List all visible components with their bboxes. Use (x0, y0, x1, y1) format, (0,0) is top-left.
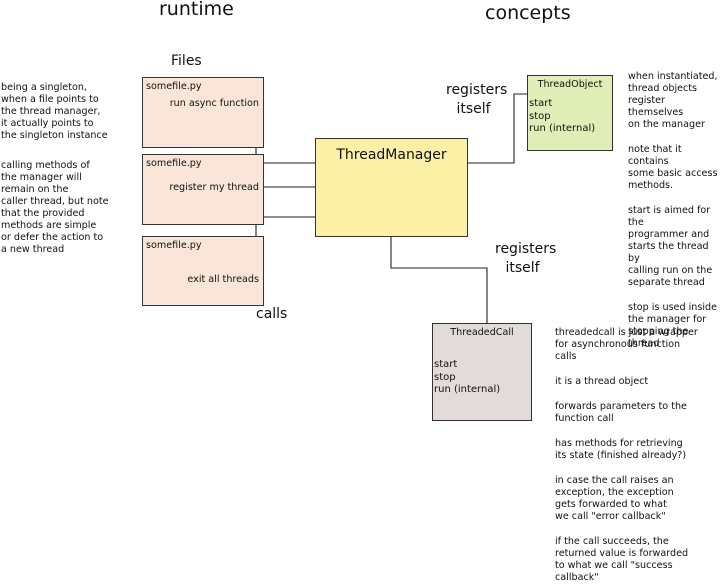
label-line: registers (446, 82, 508, 98)
note-line: we call "error callback" (555, 511, 666, 522)
note-paragraph: it is a thread object (555, 376, 721, 388)
note-line: the singleton instance (1, 130, 108, 141)
file-name: somefile.py (146, 158, 202, 169)
file-action: register my thread (169, 182, 259, 193)
file-name: somefile.py (146, 81, 202, 92)
note-line: register themselves (628, 95, 684, 118)
thread-manager-title: ThreadManager (336, 147, 447, 163)
note-paragraph: stop is used inside the manager for stop… (628, 302, 721, 350)
file-box-run-async[interactable]: somefile.py run async function (142, 77, 264, 148)
label-registers-itself-threadedcall: registers itself (495, 240, 557, 278)
member-run: run (internal) (529, 123, 596, 134)
note-line: remain on the (1, 184, 69, 195)
note-line: separate thread (628, 277, 705, 288)
connector-manager-threadedcall (390, 237, 488, 323)
note-line: on the manager (628, 119, 705, 130)
note-line: stopping the thread (628, 326, 689, 349)
note-line: that the provided (1, 208, 85, 219)
threaded-call-notes: threadedcall is just a wrapper for async… (555, 327, 721, 584)
label-line: itself (456, 101, 491, 117)
note-line: calling run on the (628, 265, 713, 276)
note-line: the manager for (628, 314, 707, 325)
threaded-call-title: ThreadedCall (450, 327, 514, 338)
note-line: when instantiated, (628, 71, 718, 82)
heading-files: Files (171, 53, 202, 69)
member-run: run (internal) (434, 384, 501, 395)
note-line: to what we call "success (555, 560, 673, 571)
note-line: start is aimed for the (628, 205, 711, 228)
connector-file3-manager (255, 216, 315, 280)
member-start: start (529, 98, 553, 109)
file-name: somefile.py (146, 240, 202, 251)
thread-object-notes: when instantiated, thread objects regist… (628, 71, 721, 350)
note-line: calling methods of (1, 160, 90, 171)
note-line: the manager will (1, 172, 82, 183)
note-line: it actually points to (1, 118, 94, 129)
file-box-exit-threads[interactable]: somefile.py exit all threads (142, 236, 264, 306)
note-paragraph: in case the call raises an exception, th… (555, 475, 721, 523)
member-stop: stop (529, 110, 551, 122)
file-action: run async function (169, 98, 259, 109)
note-line: when a file points to (1, 94, 99, 105)
note-line: has methods for retrieving (555, 438, 683, 449)
note-line: callback" (555, 572, 599, 583)
note-paragraph: when instantiated, thread objects regist… (628, 71, 721, 131)
note-line: methods. (628, 180, 674, 191)
note-line: forwards parameters to the (555, 401, 687, 412)
thread-object-box[interactable]: ThreadObject start stop run (internal) (527, 75, 613, 151)
note-line: a new thread (1, 244, 65, 255)
note-paragraph: start is aimed for the programmer and st… (628, 205, 721, 289)
note-line: returned value is forwarded (555, 548, 689, 559)
note-line: methods are simple (1, 220, 97, 231)
label-line: itself (505, 260, 540, 276)
connector-manager-threadobject (468, 93, 527, 164)
note-line: starts the thread by (628, 241, 709, 264)
note-line: its state (finished already?) (555, 450, 687, 461)
note-paragraph: has methods for retrieving its state (fi… (555, 438, 721, 462)
thread-object-members: start stop run (internal) (529, 98, 595, 136)
note-line: if the call succeeds, the (555, 536, 669, 547)
note-line: caller thread, but note (1, 196, 109, 207)
note-line: it is a thread object (555, 376, 649, 387)
thread-object-title: ThreadObject (537, 79, 603, 90)
file-action: exit all threads (187, 274, 259, 285)
note-paragraph: being a singleton, when a file points to… (1, 82, 136, 142)
member-stop: stop (434, 371, 456, 383)
thread-manager-box[interactable]: ThreadManager (315, 138, 468, 237)
threaded-call-box[interactable]: ThreadedCall start stop run (internal) (432, 323, 532, 421)
note-paragraph: note that it contains some basic access … (628, 144, 721, 192)
file-box-register-thread[interactable]: somefile.py register my thread (142, 154, 264, 225)
note-line: thread objects (628, 83, 698, 94)
member-start: start (434, 359, 458, 370)
note-line: being a singleton, (1, 82, 87, 93)
note-line: calls (555, 351, 577, 362)
note-paragraph: forwards parameters to the function call (555, 401, 721, 425)
note-line: function call (555, 413, 614, 424)
note-line: stop is used inside (628, 302, 718, 313)
note-line: or defer the action to (1, 232, 104, 243)
note-line: some basic access (628, 168, 718, 179)
note-line: in case the call raises an (555, 475, 674, 486)
note-line: for asynchronous function (555, 339, 681, 350)
note-line: note that it contains (628, 144, 682, 167)
heading-calls: calls (256, 306, 288, 322)
left-notes: being a singleton, when a file points to… (1, 82, 136, 256)
heading-concepts: concepts (485, 2, 571, 24)
label-registers-itself-threadobject: registers itself (446, 81, 508, 119)
note-paragraph: if the call succeeds, the returned value… (555, 536, 721, 584)
label-line: registers (495, 241, 557, 257)
heading-runtime: runtime (159, 0, 234, 20)
note-line: gets forwarded to what (555, 499, 667, 510)
note-line: the thread manager, (1, 106, 101, 117)
note-line: exception, the exception (555, 487, 674, 498)
threaded-call-members: start stop run (internal) (434, 359, 500, 397)
note-line: threadedcall is just a wrapper (555, 327, 698, 338)
connector-file1-manager (255, 101, 315, 164)
note-paragraph: calling methods of the manager will rema… (1, 160, 136, 256)
note-line: programmer and (628, 229, 710, 240)
note-paragraph: threadedcall is just a wrapper for async… (555, 327, 721, 363)
